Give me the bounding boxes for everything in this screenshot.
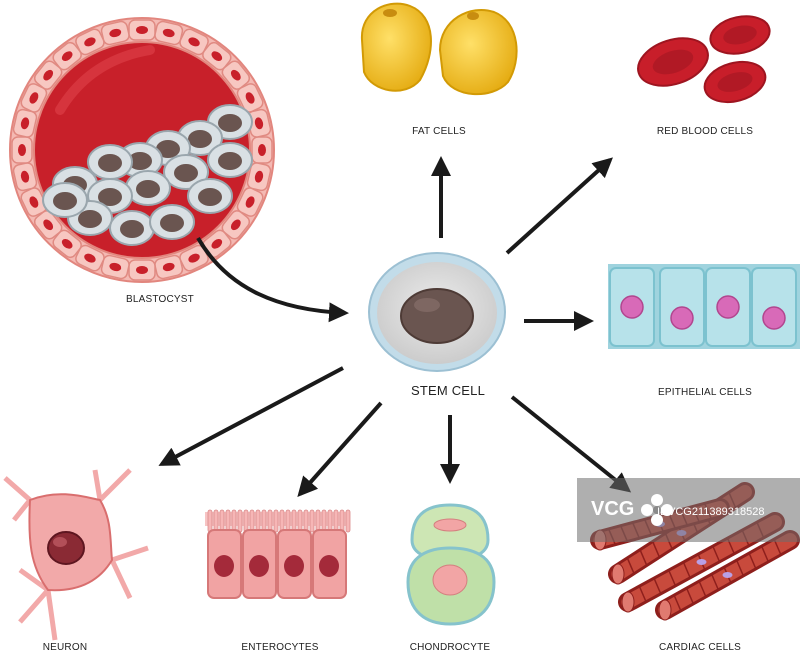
stem-cell-illustration — [368, 252, 506, 372]
blastocyst-inner-cell-mass — [42, 104, 253, 246]
arrows — [158, 156, 632, 497]
enterocytes-illustration — [205, 509, 351, 599]
neuron-illustration — [3, 468, 149, 641]
label-epithelial-cells: EPITHELIAL CELLS — [658, 387, 752, 398]
label-blastocyst: BLASTOCYST — [126, 294, 194, 305]
blastocyst-outer-cells — [11, 19, 273, 281]
arrow-to-neuron — [158, 366, 344, 466]
label-chondrocyte: CHONDROCYTE — [409, 642, 491, 653]
arrow-to-red-blood-cells — [505, 157, 613, 255]
red-blood-cells-illustration — [637, 15, 771, 104]
label-enterocytes: ENTEROCYTES — [241, 642, 319, 653]
label-fat-cells: FAT CELLS — [412, 126, 466, 137]
watermark-overlay: VCG IDVCG211389318528 — [577, 478, 800, 542]
arrow-to-enterocytes — [297, 401, 383, 497]
label-neuron: NEURON — [42, 642, 88, 653]
chondrocyte-illustration — [406, 503, 496, 626]
label-cardiac-cells: CARDIAC CELLS — [658, 642, 742, 653]
watermark-brand: VCG — [591, 498, 635, 520]
watermark-id: IDVCG211389318528 — [657, 506, 765, 518]
arrow-blastocyst-to-stem — [196, 236, 349, 323]
epithelial-cells-illustration — [608, 264, 800, 349]
label-stem-cell: STEM CELL — [410, 383, 486, 398]
label-red-blood-cells: RED BLOOD CELLS — [656, 126, 754, 137]
blastocyst-illustration — [9, 17, 275, 283]
arrow-to-cardiac-cells — [510, 395, 632, 493]
flower-logo-icon — [641, 494, 673, 526]
fat-cells-illustration — [360, 2, 518, 95]
